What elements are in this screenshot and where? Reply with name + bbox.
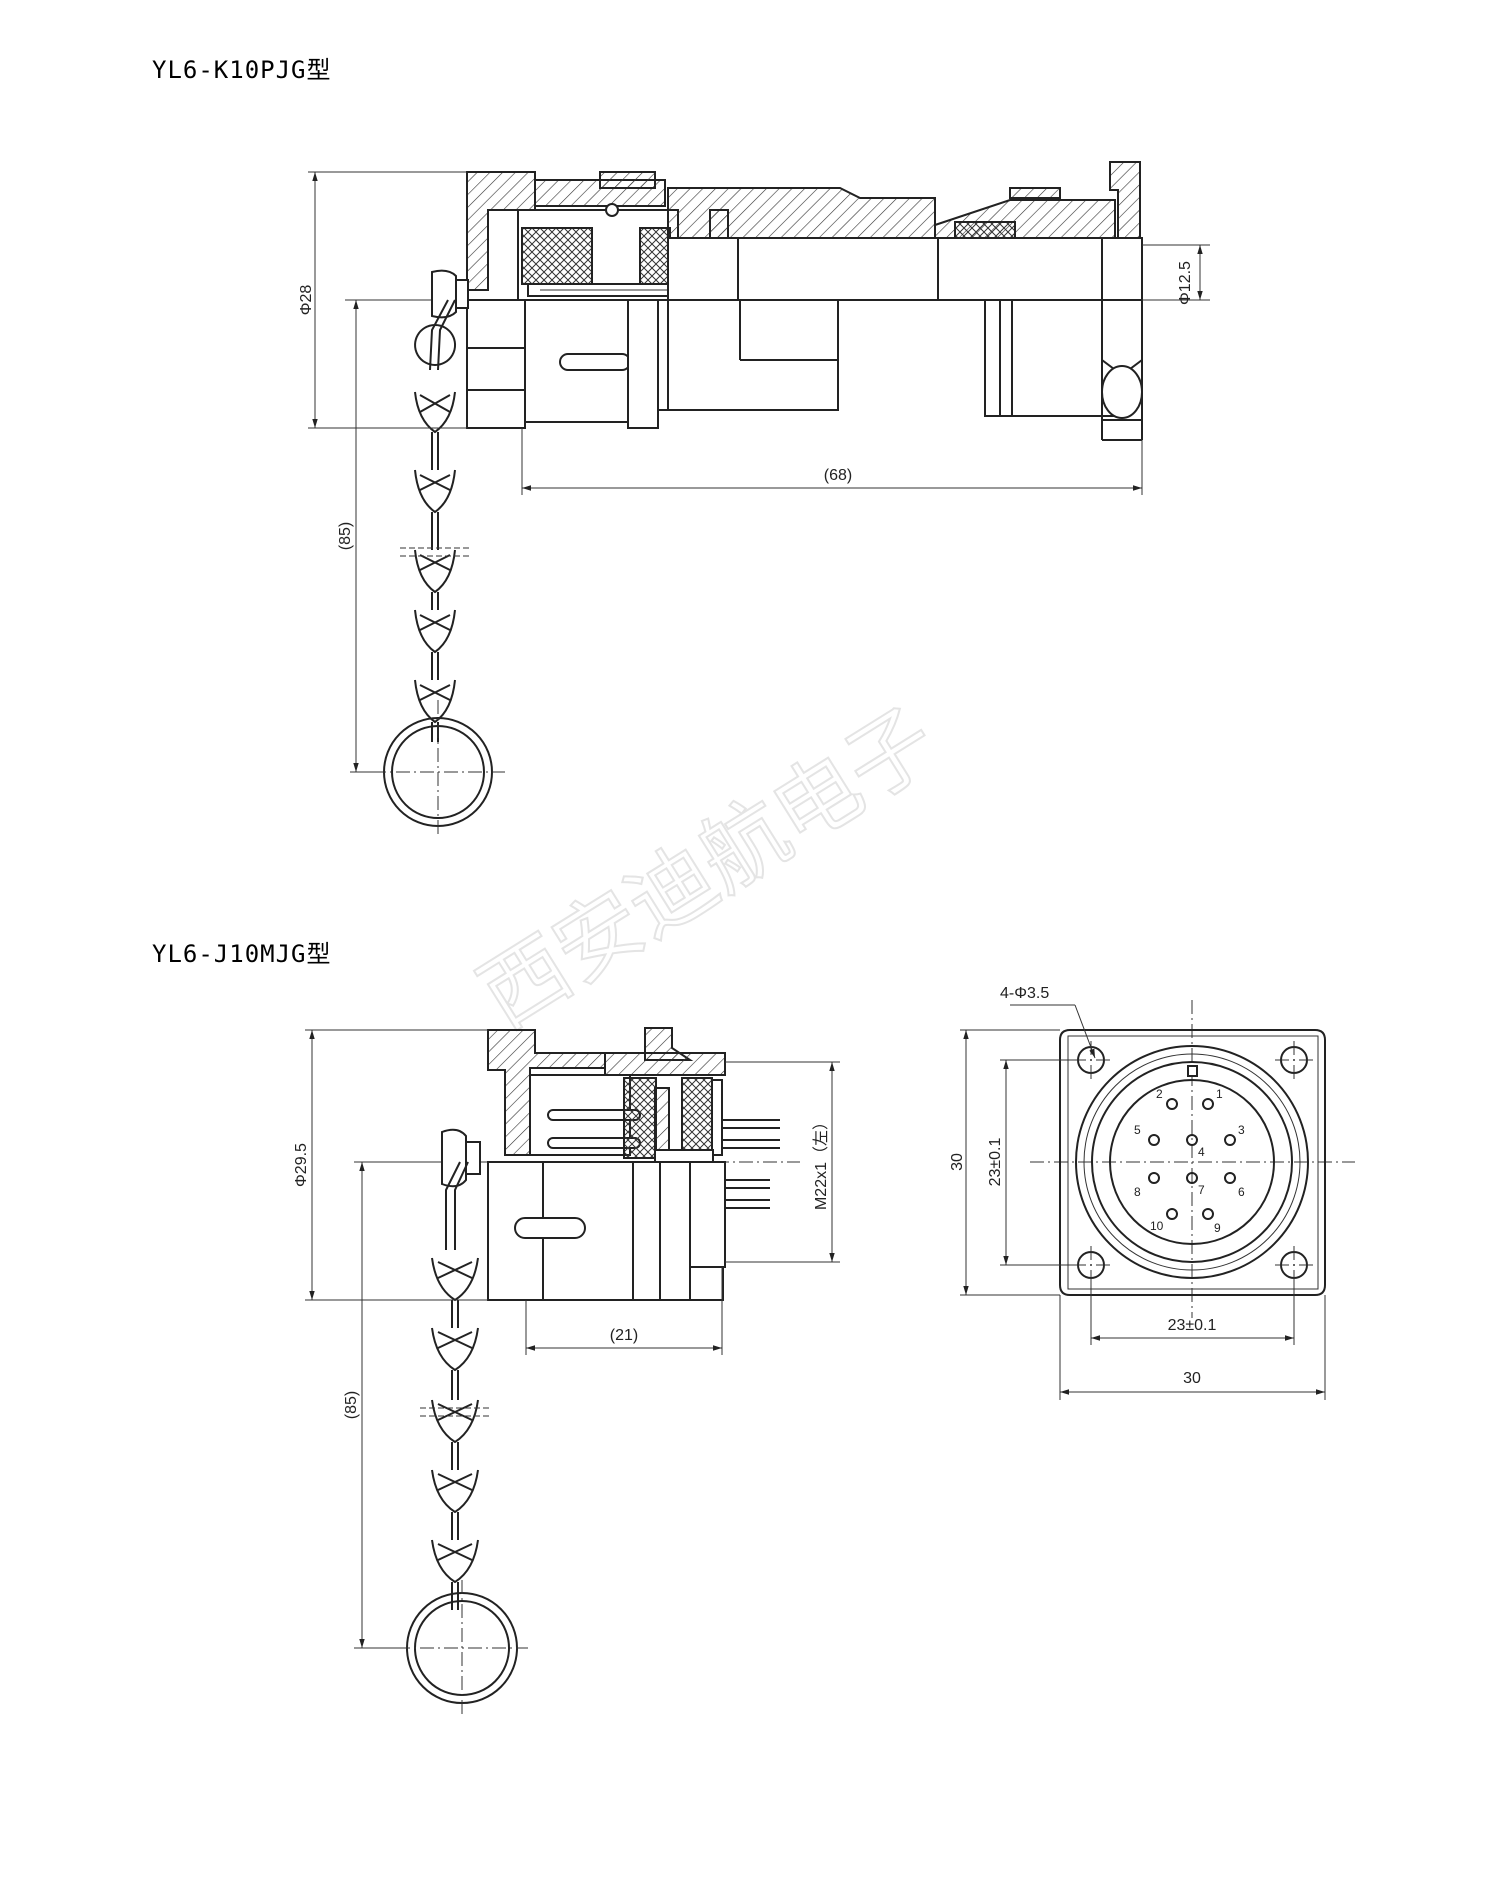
pin-label: 8 (1134, 1185, 1141, 1199)
pin-label: 2 (1156, 1087, 1163, 1101)
front-dim-hole-callout: 4-Φ3.5 (1000, 985, 1049, 1002)
socket-dim-body-diameter: Φ29.5 (293, 1143, 310, 1187)
pin-label: 4 (1198, 1145, 1205, 1159)
plug-title: YL6-K10PJG型 (152, 56, 332, 84)
front-dim-hole-spacing-v: 23±0.1 (987, 1137, 1004, 1186)
plug-dim-body-diameter: Φ28 (298, 285, 315, 316)
pin-label: 10 (1150, 1219, 1164, 1233)
socket-dim-thread: M22x1（左） (812, 1114, 830, 1210)
pin-labels: 1 2 3 4 5 6 7 8 9 10 (1134, 1087, 1245, 1235)
socket-drawing (355, 1027, 800, 1715)
plug-dim-length: (68) (824, 467, 852, 484)
front-view-drawing: 1 2 3 4 5 6 7 8 9 10 (1030, 1000, 1355, 1318)
socket-dimensions: Φ29.5 M22x1（左） (21) (85) (293, 1029, 840, 1649)
front-dim-flange-width: 30 (1183, 1370, 1201, 1387)
pin-label: 9 (1214, 1221, 1221, 1235)
socket-dim-chain-length: (85) (343, 1391, 360, 1419)
front-dim-flange-height: 30 (949, 1153, 966, 1171)
front-dim-hole-spacing-h: 23±0.1 (1168, 1317, 1217, 1334)
pin-label: 5 (1134, 1123, 1141, 1137)
pin-label: 1 (1216, 1087, 1223, 1101)
watermark-text: 西安迪航电子 (463, 690, 954, 1048)
pin-label: 7 (1198, 1183, 1205, 1197)
front-view-dimensions: 4-Φ3.5 30 23±0.1 23±0.1 30 (949, 985, 1326, 1400)
socket-title: YL6-J10MJG型 (152, 940, 332, 968)
plug-dim-chain-length: (85) (337, 522, 354, 550)
plug-dimensions: Φ28 Φ12.5 (68) (85) (298, 171, 1210, 773)
pin-label: 6 (1238, 1185, 1245, 1199)
socket-dim-length: (21) (610, 1327, 638, 1344)
plug-dim-cable-diameter: Φ12.5 (1177, 261, 1194, 305)
pin-label: 3 (1238, 1123, 1245, 1137)
plug-drawing (345, 161, 1160, 835)
